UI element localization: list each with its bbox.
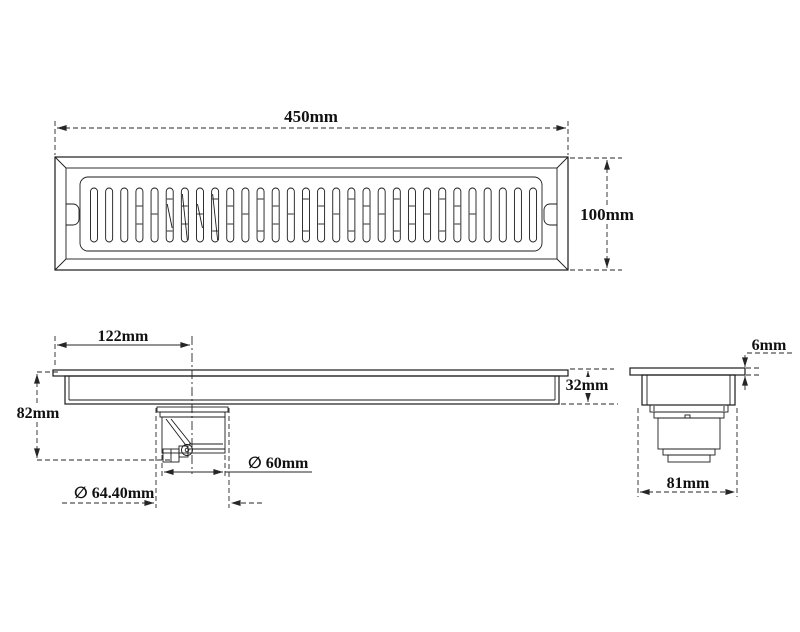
trap-pivot — [181, 444, 193, 456]
dimension-width: 100mm — [570, 157, 634, 271]
side-view: 122mm 82mm 32mm ∅ 60mm — [14, 328, 618, 508]
top-view: 450mm 100mm — [54, 107, 634, 271]
dimension-trap-width: 81mm — [637, 408, 738, 497]
dim-label-channel-depth: 32mm — [566, 377, 609, 394]
end-trap — [649, 404, 729, 463]
dim-label-outlet-outer: ∅ 64.40mm — [74, 485, 155, 502]
grate-slots — [90, 187, 538, 243]
dimension-flange-thickness: 6mm — [742, 337, 793, 390]
dim-label-flange-thickness: 6mm — [752, 337, 787, 354]
dimension-channel-depth: 32mm — [561, 368, 618, 405]
dim-label-total-depth: 82mm — [17, 405, 60, 422]
dim-label-width: 100mm — [580, 205, 634, 224]
dimension-outlet-outer: ∅ 64.40mm — [62, 408, 262, 508]
dim-label-outlet-offset: 122mm — [98, 328, 149, 345]
dim-label-length: 450mm — [284, 107, 338, 126]
right-tab — [543, 203, 557, 226]
side-trap — [156, 406, 229, 463]
dimension-outlet-offset: 122mm — [54, 328, 190, 368]
grate-plate — [79, 176, 543, 252]
grate-inner-frame — [65, 167, 558, 260]
left-tab — [66, 203, 80, 226]
side-body — [64, 375, 560, 405]
dimension-outlet-inner: ∅ 60mm — [161, 455, 312, 479]
end-view: 6mm 81mm — [629, 337, 793, 497]
grate-outer-frame — [54, 156, 569, 271]
end-body — [641, 374, 736, 406]
end-flange — [629, 367, 746, 376]
trap-flap — [165, 418, 189, 449]
dim-label-outlet-inner: ∅ 60mm — [248, 455, 309, 472]
dim-label-trap-width: 81mm — [667, 475, 710, 492]
dimension-length: 450mm — [54, 107, 569, 155]
dimension-total-depth: 82mm — [14, 371, 170, 461]
side-flange — [52, 369, 569, 377]
